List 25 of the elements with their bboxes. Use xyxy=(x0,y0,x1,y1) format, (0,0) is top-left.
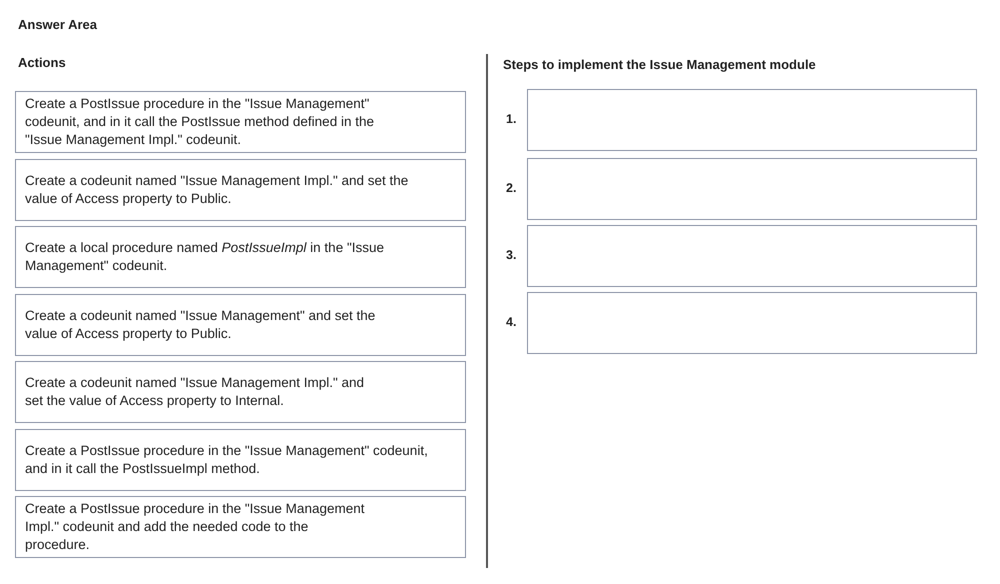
step-number: 1. xyxy=(506,112,516,126)
step-number: 4. xyxy=(506,315,516,329)
action-text: Create a codeunit named "Issue Management Impl." and set the value of Access property to Internal. xyxy=(25,374,366,410)
action-text: Create a local procedure named PostIssueImpl in the "Issue Management" codeunit. xyxy=(25,239,386,275)
page-title: Answer Area xyxy=(18,17,97,32)
action-card xyxy=(15,496,466,558)
action-card xyxy=(15,159,466,221)
action-text: Create a codeunit named "Issue Management" and set the value of Access property to Public. xyxy=(25,307,376,343)
action-card xyxy=(15,226,466,288)
action-text: Create a codeunit named "Issue Management Impl." and set the value of Access property to Public. xyxy=(25,172,410,208)
answer-box xyxy=(527,158,977,220)
action-text: Create a PostIssue procedure in the "Issue Management" codeunit, and in it call the PostIssue method defined in the "Issue Management Impl." codeunit. xyxy=(25,95,375,149)
section-heading: Actions xyxy=(18,55,66,70)
action-card xyxy=(15,294,466,356)
step-number: 2. xyxy=(506,181,516,195)
action-card xyxy=(15,429,466,491)
step-number: 3. xyxy=(506,248,516,262)
answer-box xyxy=(527,89,977,151)
answer-box xyxy=(527,292,977,354)
action-card xyxy=(15,91,466,153)
action-card xyxy=(15,361,466,423)
section-heading: Steps to implement the Issue Management module xyxy=(503,57,816,72)
answer-box xyxy=(527,225,977,287)
action-text: Create a PostIssue procedure in the "Issue Management Impl." codeunit and add the needed code to the procedure. xyxy=(25,500,366,554)
action-text: Create a PostIssue procedure in the "Issue Management" codeunit, and in it call the PostIssueImpl method. xyxy=(25,442,429,478)
